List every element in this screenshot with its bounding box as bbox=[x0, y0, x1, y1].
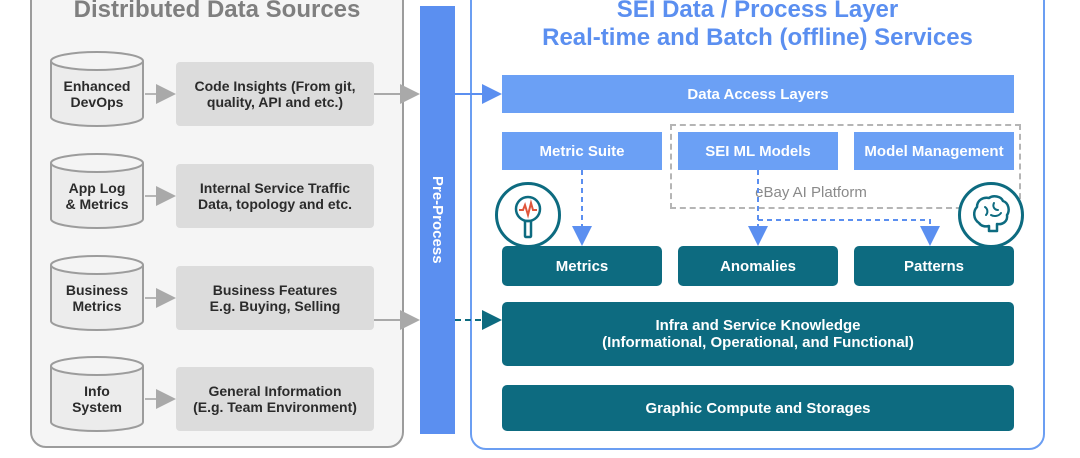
database-label: App Log & Metrics bbox=[65, 180, 129, 212]
source-internal-service-traffic: Internal Service Traffic Data, topology … bbox=[176, 164, 374, 228]
database-enhanced-devops: Enhanced DevOps bbox=[49, 50, 145, 128]
database-icon bbox=[50, 255, 144, 331]
title-line-2: Real-time and Batch (offline) Services bbox=[542, 24, 973, 51]
database-info-system: Info System bbox=[49, 355, 145, 433]
database-business-metrics: Business Metrics bbox=[49, 254, 145, 332]
database-icon bbox=[50, 51, 144, 127]
ebay-ai-platform-label: eBay AI Platform bbox=[755, 184, 867, 201]
database-label: Enhanced DevOps bbox=[63, 78, 131, 110]
source-general-information: General Information (E.g. Team Environme… bbox=[176, 367, 374, 431]
database-label: Info System bbox=[72, 383, 122, 415]
data-sources-title: Distributed Data Sources bbox=[73, 0, 361, 23]
brain-icon bbox=[958, 182, 1024, 248]
source-code-insights: Code Insights (From git, quality, API an… bbox=[176, 62, 374, 126]
database-icon bbox=[50, 356, 144, 432]
data-access-layers-box: Data Access Layers bbox=[502, 75, 1014, 113]
database-icon bbox=[50, 153, 144, 229]
metric-suite-box: Metric Suite bbox=[502, 132, 662, 170]
patterns-output-box: Patterns bbox=[854, 246, 1014, 286]
gauge-magnifier-icon bbox=[495, 182, 561, 248]
metrics-output-box: Metrics bbox=[502, 246, 662, 286]
ebay-ai-platform-frame bbox=[670, 124, 1021, 209]
graphic-compute-storages-box: Graphic Compute and Storages bbox=[502, 385, 1014, 431]
database-app-log-metrics: App Log & Metrics bbox=[49, 152, 145, 230]
pre-process-label: Pre-Process bbox=[429, 176, 446, 264]
anomalies-output-box: Anomalies bbox=[678, 246, 838, 286]
pre-process-bar: Pre-Process bbox=[420, 6, 455, 434]
sei-ml-models-box: SEI ML Models bbox=[678, 132, 838, 170]
database-label: Business Metrics bbox=[65, 282, 129, 314]
source-business-features: Business Features E.g. Buying, Selling bbox=[176, 266, 374, 330]
title-line-1: SEI Data / Process Layer bbox=[616, 0, 899, 23]
model-management-box: Model Management bbox=[854, 132, 1014, 170]
infra-service-knowledge-box: Infra and Service Knowledge (Information… bbox=[502, 302, 1014, 366]
sei-process-layer-title: SEI Data / Process Layer Real-time and B… bbox=[470, 0, 1045, 52]
